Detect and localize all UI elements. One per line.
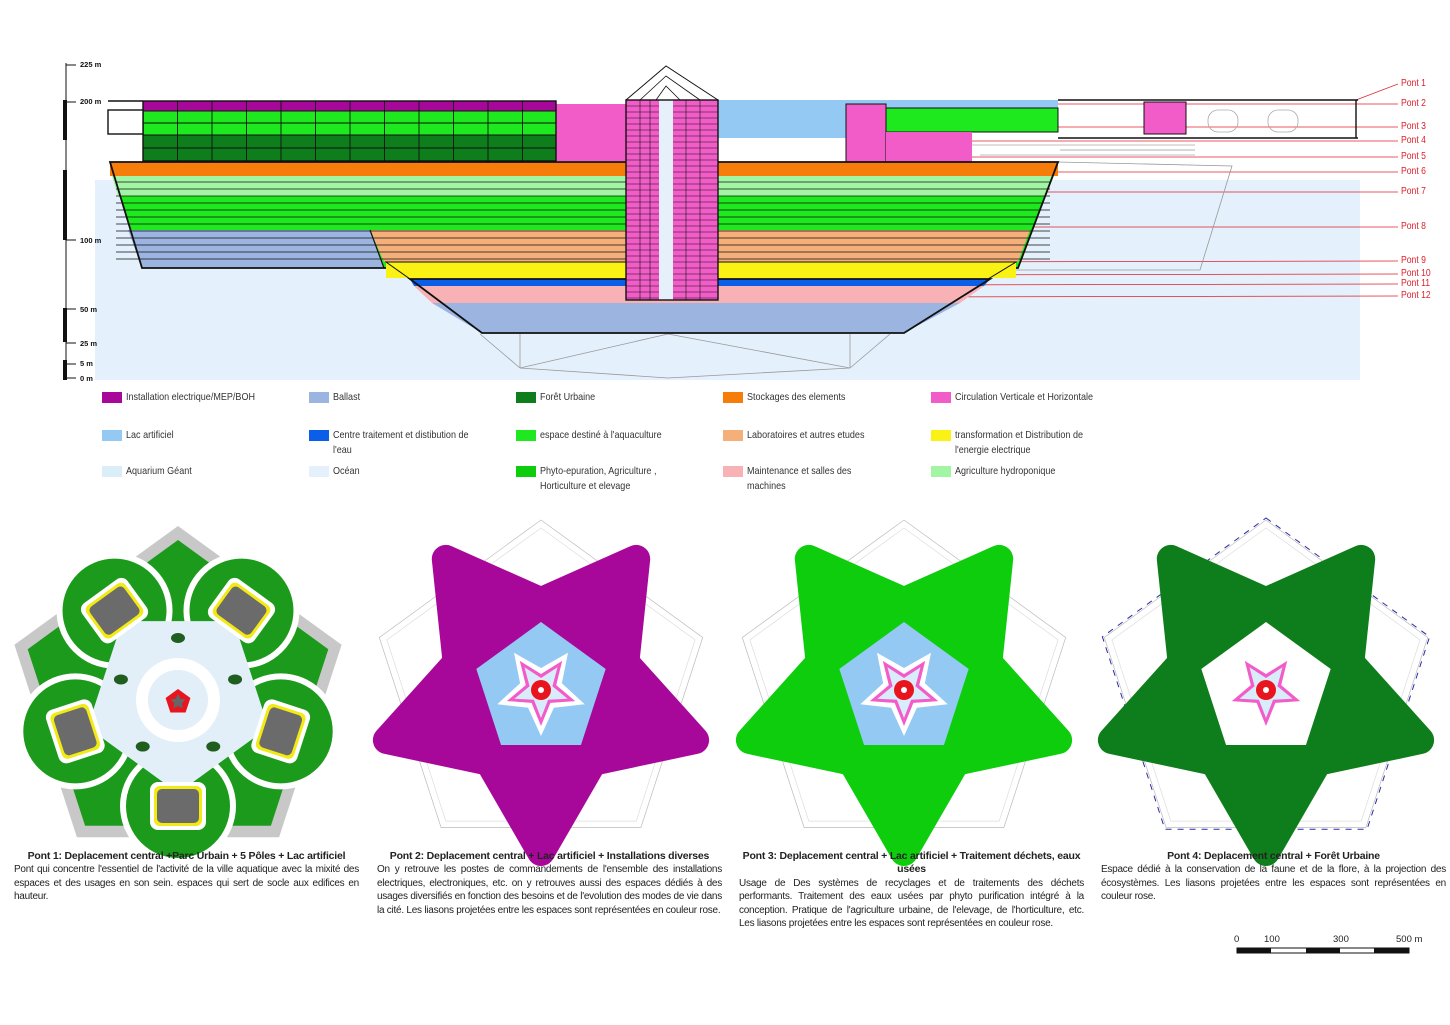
scale-label-500: 500 m [1396,934,1423,945]
pont-label-12: Pont 12 [1401,289,1431,301]
plan-pont-1 [14,526,342,864]
legend-item: Forêt Urbaine [516,390,706,405]
legend-label: Installation electrique/MEP/BOH [126,391,255,403]
legend-item: Ballast [309,390,499,405]
legend-swatch [723,466,743,477]
plan-caption-body: Espace dédié à la conservation de la fau… [1101,864,1446,903]
legend-item: Installation electrique/MEP/BOH [102,390,292,405]
legend-item: Agriculture hydroponique [931,464,1121,479]
plan-caption-body: Pont qui concentre l'essentiel de l'acti… [14,864,359,903]
pont-label-8: Pont 8 [1401,220,1426,232]
scale-label-300: 300 [1333,934,1349,945]
legend-item: Phyto-epuration, Agriculture , Horticult… [516,464,706,494]
plan-pont-3 [735,519,1073,866]
legend-swatch [516,466,536,477]
scale-label-100: 100 [1264,934,1280,945]
legend-item: Maintenance et salles des machines [723,464,913,494]
legend-swatch [309,466,329,477]
legend-label: Aquarium Géant [126,465,192,477]
legend-label: Phyto-epuration, Agriculture , Horticult… [540,465,657,492]
legend-item: Lac artificiel [102,428,292,443]
legend-swatch [102,392,122,403]
legend-item: Circulation Verticale et Horizontale [931,390,1121,405]
legend-item: Aquarium Géant [102,464,292,479]
legend-label: Centre traitement et distibution de l'ea… [333,429,469,456]
legend-label: Ballast [333,391,361,403]
legend-swatch [102,430,122,441]
pont-label-1: Pont 1 [1401,77,1426,89]
plan-caption-body: Usage de Des systèmes de recyclages et d… [739,877,1084,930]
section-diagram [63,63,1399,380]
pont-label-5: Pont 5 [1401,150,1426,162]
plan-caption-2: Pont 2: Deplacement central + Lac artifi… [377,850,722,917]
plan-caption-body: On y retrouve les postes de commandement… [377,864,722,916]
legend-swatch [309,392,329,403]
legend-label: Agriculture hydroponique [955,465,1056,477]
legend-label: Forêt Urbaine [540,391,596,403]
ruler-label-5: 5 m [80,359,93,368]
ruler-label-200: 200 m [80,97,102,106]
legend-label: espace destiné à l'aquaculture [540,429,662,441]
plan-caption-title: Pont 1: Deplacement central +Parc Urbain… [27,850,346,862]
plan-caption-4: Pont 4: Deplacement central + Forêt Urba… [1101,850,1446,904]
legend-swatch [516,430,536,441]
scale-label-0: 0 [1234,934,1240,945]
legend-label: Stockages des elements [747,391,846,403]
legend-item: transformation et Distribution de l'ener… [931,428,1121,458]
pont-label-7: Pont 7 [1401,185,1426,197]
legend-item: Océan [309,464,499,479]
legend-label: Océan [333,465,360,477]
legend-label: Laboratoires et autres etudes [747,429,865,441]
legend-label: Circulation Verticale et Horizontale [955,391,1094,403]
legend-swatch [723,392,743,403]
ruler-label-25: 25 m [80,339,98,348]
legend-label: Maintenance et salles des machines [747,465,852,492]
legend-label: transformation et Distribution de l'ener… [955,429,1083,456]
legend-item: Centre traitement et distibution de l'ea… [309,428,499,458]
ruler-label-100: 100 m [80,236,102,245]
legend-item: espace destiné à l'aquaculture [516,428,706,443]
legend-swatch [931,430,951,441]
plan-caption-1: Pont 1: Deplacement central +Parc Urbain… [14,850,359,904]
elevation-ruler [63,63,76,380]
plan-pont-2 [372,519,710,866]
ruler-label-225: 225 m [80,60,102,69]
plan-caption-3: Pont 3: Deplacement central + Lac artifi… [739,850,1084,930]
plan-pont-4 [1097,517,1435,866]
pont-label-6: Pont 6 [1401,165,1426,177]
legend-swatch [309,430,329,441]
legend-swatch [931,466,951,477]
pont-label-2: Pont 2 [1401,97,1426,109]
legend-swatch [516,392,536,403]
ruler-label-0: 0 m [80,374,93,383]
ruler-label-50: 50 m [80,305,98,314]
pont-label-3: Pont 3 [1401,120,1426,132]
legend-item: Laboratoires et autres etudes [723,428,913,443]
pont-label-10: Pont 10 [1401,267,1431,279]
pont-label-11: Pont 11 [1401,277,1431,289]
legend-swatch [723,430,743,441]
pont-label-9: Pont 9 [1401,254,1426,266]
pont-label-4: Pont 4 [1401,134,1426,146]
plan-caption-title: Pont 4: Deplacement central + Forêt Urba… [1167,850,1380,862]
legend-swatch [931,392,951,403]
legend-label: Lac artificiel [126,429,174,441]
plan-caption-title: Pont 3: Deplacement central + Lac artifi… [742,850,1081,876]
legend-swatch [102,466,122,477]
legend-item: Stockages des elements [723,390,913,405]
plan-caption-title: Pont 2: Deplacement central + Lac artifi… [389,850,710,862]
